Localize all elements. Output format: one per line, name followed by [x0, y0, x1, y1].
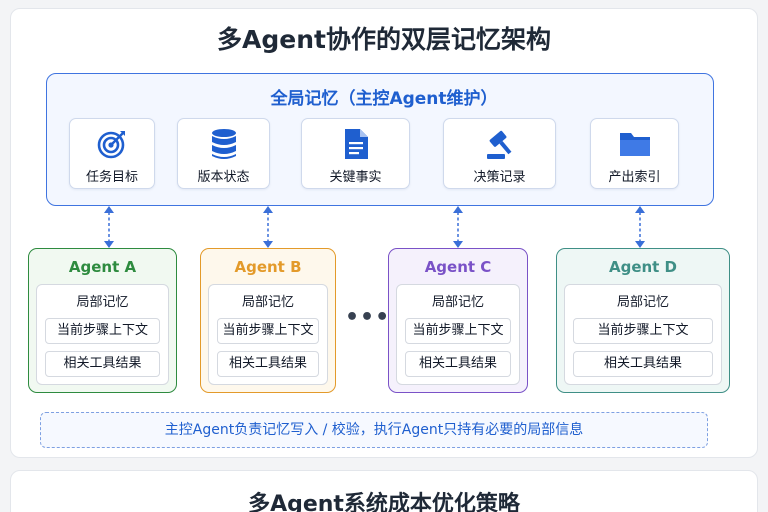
- agent-d-panel: Agent D 局部记忆 当前步骤上下文 相关工具结果: [556, 248, 730, 393]
- local-memory-box: 局部记忆 当前步骤上下文 相关工具结果: [396, 284, 520, 385]
- sync-arrow-d: [635, 206, 645, 248]
- global-item-task-goal: 任务目标: [69, 118, 155, 189]
- local-memory-title: 局部记忆: [241, 295, 294, 310]
- more-agents-ellipsis: •••: [345, 305, 391, 330]
- global-item-label: 产出索引: [608, 170, 661, 185]
- agent-name: Agent A: [68, 258, 137, 276]
- global-item-output-index: 产出索引: [590, 118, 679, 189]
- gavel-icon: [444, 128, 555, 160]
- folder-icon: [591, 128, 678, 160]
- local-memory-title: 局部记忆: [616, 295, 669, 310]
- local-memory-box: 局部记忆 当前步骤上下文 相关工具结果: [564, 284, 722, 385]
- global-item-decision-records: 决策记录: [443, 118, 556, 189]
- local-memory-title: 局部记忆: [431, 295, 484, 310]
- global-item-label: 关键事实: [329, 170, 382, 185]
- local-memory-row-context: 当前步骤上下文: [405, 318, 511, 344]
- page-title: 多Agent协作的双层记忆架构: [217, 25, 551, 54]
- cost-strategy-card: [10, 470, 758, 512]
- local-memory-title: 局部记忆: [76, 295, 129, 310]
- agent-name: Agent B: [234, 258, 302, 276]
- next-section-title: 多Agent系统成本优化策略: [248, 492, 520, 512]
- global-memory-title: 全局记忆（主控Agent维护）: [270, 89, 498, 109]
- global-item-key-facts: 关键事实: [301, 118, 410, 189]
- local-memory-row-tool-results: 相关工具结果: [217, 351, 319, 377]
- global-item-version-state: 版本状态: [177, 118, 270, 189]
- architecture-note: 主控Agent负责记忆写入 / 校验，执行Agent只持有必要的局部信息: [40, 412, 708, 448]
- local-memory-box: 局部记忆 当前步骤上下文 相关工具结果: [36, 284, 169, 385]
- local-memory-row-context: 当前步骤上下文: [573, 318, 713, 344]
- agent-b-panel: Agent B 局部记忆 当前步骤上下文 相关工具结果: [200, 248, 336, 393]
- agent-name: Agent D: [608, 258, 678, 276]
- local-memory-row-context: 当前步骤上下文: [45, 318, 160, 344]
- sync-arrow-c: [453, 206, 463, 248]
- local-memory-row-tool-results: 相关工具结果: [405, 351, 511, 377]
- document-icon: [302, 128, 409, 160]
- agent-name: Agent C: [424, 258, 492, 276]
- global-item-label: 版本状态: [197, 170, 250, 185]
- global-item-label: 任务目标: [85, 170, 138, 185]
- local-memory-row-tool-results: 相关工具结果: [45, 351, 160, 377]
- agent-a-panel: Agent A 局部记忆 当前步骤上下文 相关工具结果: [28, 248, 177, 393]
- sync-arrow-b: [263, 206, 273, 248]
- agent-c-panel: Agent C 局部记忆 当前步骤上下文 相关工具结果: [388, 248, 528, 393]
- local-memory-row-tool-results: 相关工具结果: [573, 351, 713, 377]
- local-memory-row-context: 当前步骤上下文: [217, 318, 319, 344]
- local-memory-box: 局部记忆 当前步骤上下文 相关工具结果: [208, 284, 328, 385]
- sync-arrow-a: [104, 206, 114, 248]
- target-icon: [70, 128, 154, 160]
- database-icon: [178, 128, 269, 160]
- global-item-label: 决策记录: [473, 170, 526, 185]
